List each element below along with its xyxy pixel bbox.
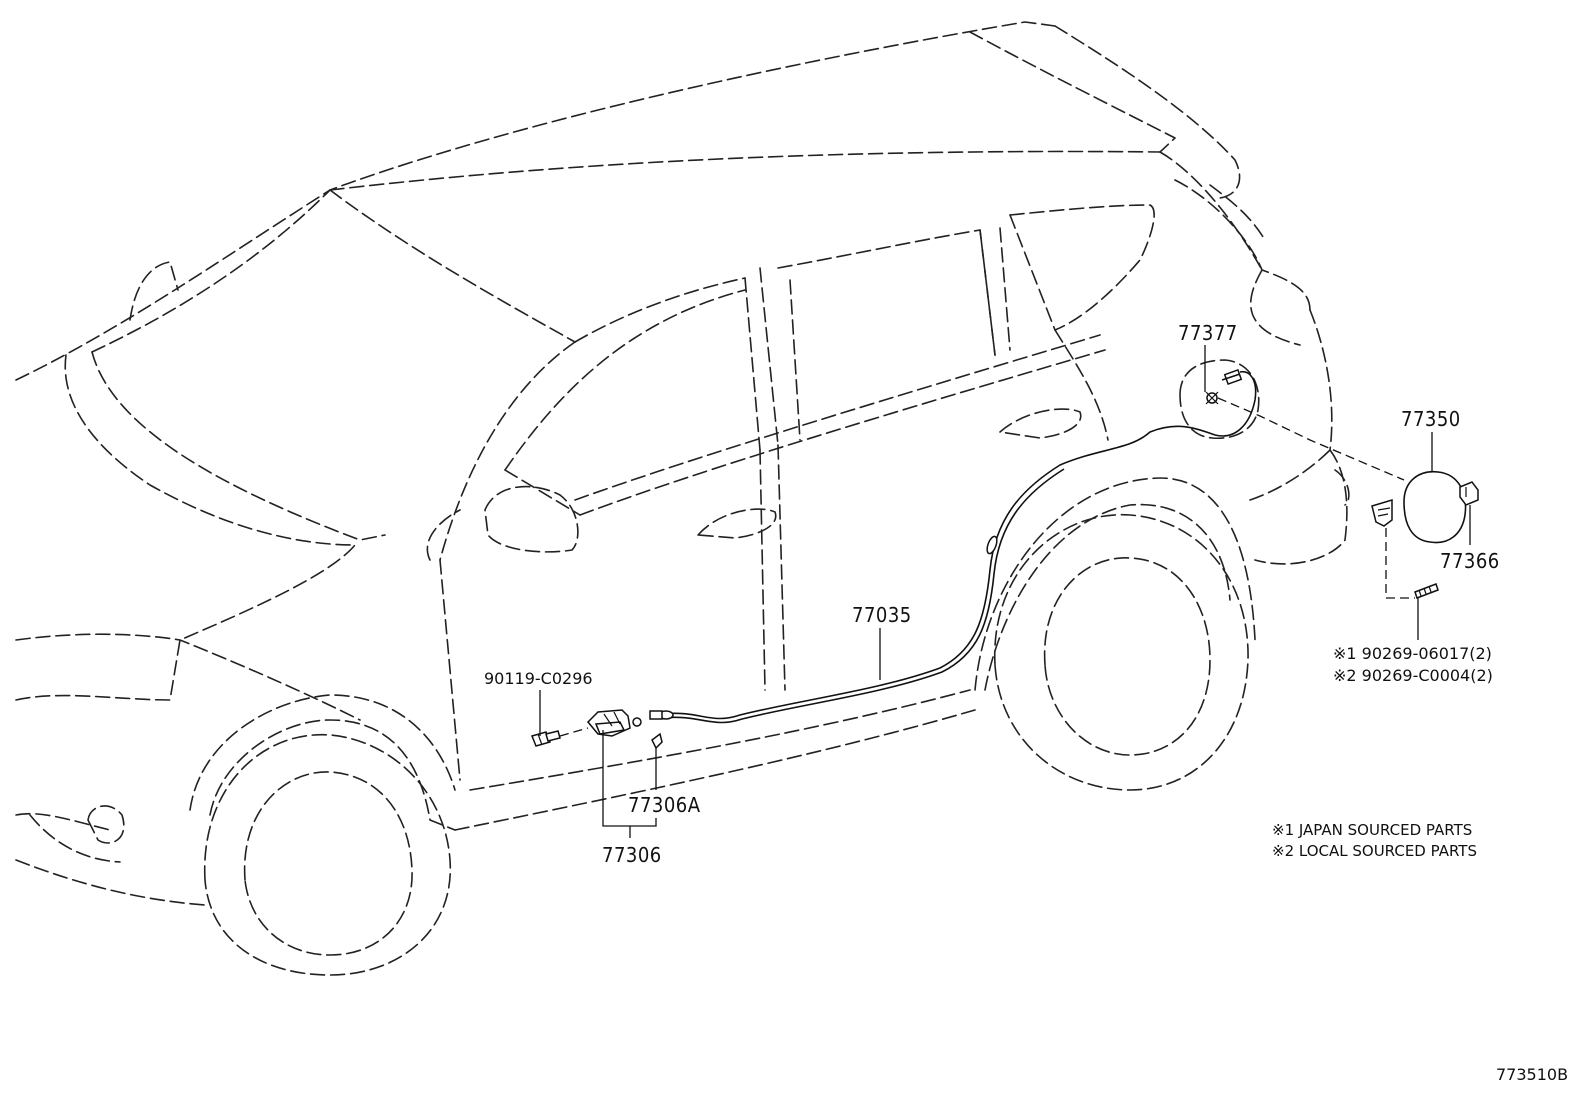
leader-lines [539, 345, 1471, 838]
label-screw-local: ※2 90269-C0004(2) [1333, 666, 1493, 685]
label-77350: 77350 [1401, 407, 1461, 431]
fuel-opener-cable [649, 371, 1257, 724]
label-90119-c0296: 90119-C0296 [484, 669, 593, 688]
label-77306: 77306 [602, 843, 662, 867]
note-japan-sourced: ※1 JAPAN SOURCED PARTS [1272, 821, 1472, 839]
label-77035: 77035 [852, 603, 912, 627]
label-77366: 77366 [1440, 549, 1500, 573]
diagram-id: 773510B [1496, 1065, 1568, 1084]
fuel-opener-lever-part [586, 709, 642, 737]
label-77377: 77377 [1178, 321, 1238, 345]
fuel-lid-bumper-part [1459, 481, 1479, 506]
note-local-sourced: ※2 LOCAL SOURCED PARTS [1272, 842, 1477, 860]
clip-part [651, 732, 663, 750]
fuel-lid-lock-assembly [1205, 368, 1243, 405]
label-screw-japan: ※1 90269-06017(2) [1333, 644, 1492, 663]
label-77306a: 77306A [628, 793, 701, 817]
fuel-lid-part [1371, 471, 1467, 544]
vehicle-outline [15, 21, 1350, 976]
bolt-part [530, 730, 561, 747]
screw-part [1414, 583, 1439, 599]
